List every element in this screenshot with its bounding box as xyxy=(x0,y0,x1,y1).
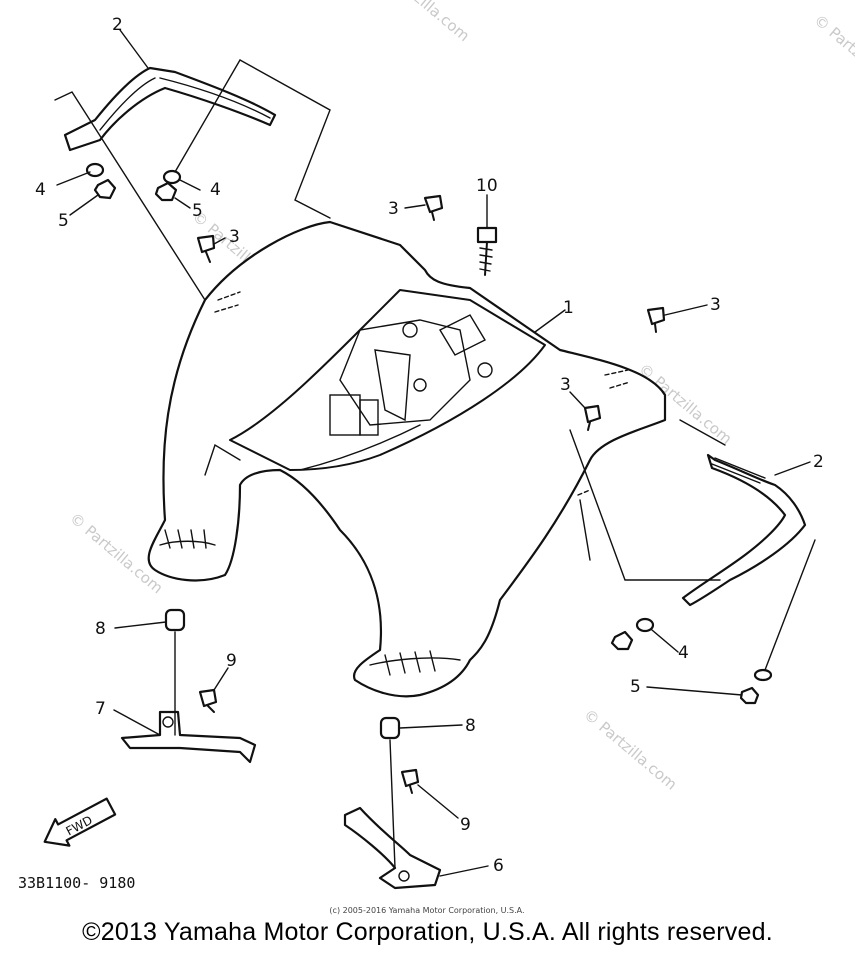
bracket-7 xyxy=(120,710,257,764)
callout-labels: 2 4 5 4 5 3 3 10 1 3 3 2 8 9 7 4 5 8 9 6 xyxy=(35,15,824,876)
callout-6: 6 xyxy=(493,856,504,876)
watermark: © Partzilla.com xyxy=(810,11,855,99)
callout-8: 8 xyxy=(465,716,476,736)
rear-fender xyxy=(147,220,667,698)
callout-4: 4 xyxy=(678,643,689,663)
callout-4: 4 xyxy=(210,180,221,200)
callout-5: 5 xyxy=(192,201,203,221)
right-grab-bar xyxy=(681,453,807,607)
callout-3: 3 xyxy=(710,295,721,315)
callout-5: 5 xyxy=(58,211,69,231)
callout-8: 8 xyxy=(95,619,106,639)
watermark: © Partzilla.com xyxy=(580,705,680,793)
callout-5: 5 xyxy=(630,677,641,697)
callout-2: 2 xyxy=(813,452,824,472)
copyright-notice: ©2013 Yamaha Motor Corporation, U.S.A. A… xyxy=(82,918,773,946)
callout-4: 4 xyxy=(35,180,46,200)
leader-lines xyxy=(54,29,816,877)
callout-3: 3 xyxy=(560,375,571,395)
small-copyright: (c) 2005-2016 Yamaha Motor Corporation, … xyxy=(329,906,524,915)
bolt-10 xyxy=(476,226,498,244)
drawing-code: 33B1100- 9180 xyxy=(18,874,135,892)
callout-3: 3 xyxy=(229,227,240,247)
left-grab-bar xyxy=(63,66,277,152)
callout-10: 10 xyxy=(476,176,498,196)
callout-2: 2 xyxy=(112,15,123,35)
fwd-arrow: FWD xyxy=(43,797,117,847)
fasteners xyxy=(85,162,773,794)
callout-9: 9 xyxy=(226,651,237,671)
callout-7: 7 xyxy=(95,699,106,719)
callout-1: 1 xyxy=(563,298,574,318)
callout-9: 9 xyxy=(460,815,471,835)
callout-3: 3 xyxy=(388,199,399,219)
bracket-6 xyxy=(343,806,442,890)
watermark: © Partzilla.com xyxy=(373,0,473,45)
